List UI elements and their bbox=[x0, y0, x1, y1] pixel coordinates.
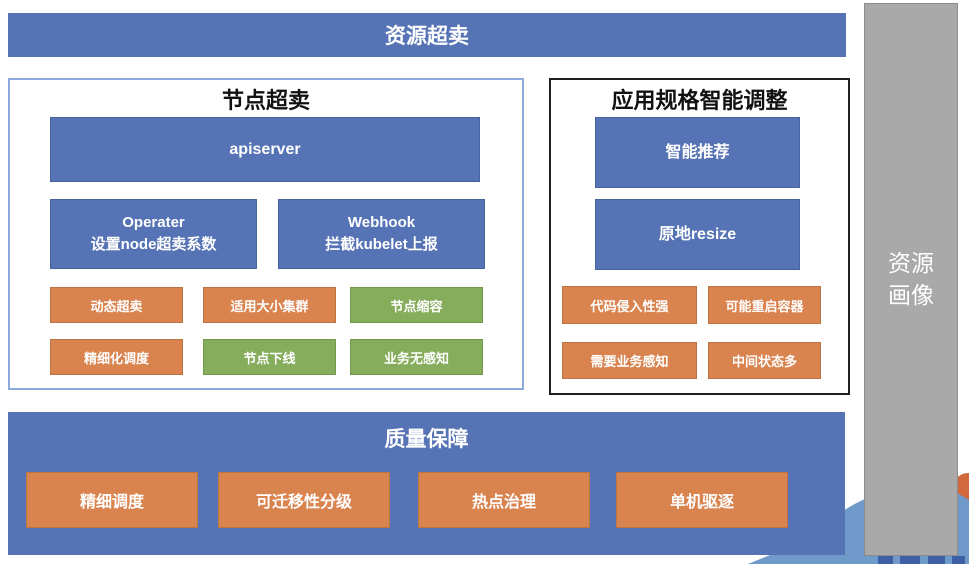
node-panel-title: 节点超卖 bbox=[221, 88, 310, 113]
webhook-box-line1: Webhook bbox=[347, 214, 416, 232]
smart-recommend-label: 智能推荐 bbox=[665, 143, 730, 161]
cutoff-glyph-decoration bbox=[900, 556, 920, 564]
apiserver-box: apiserver bbox=[50, 117, 480, 182]
resource-profile-bar: 资源 画像 bbox=[864, 3, 958, 556]
operator-box-line1: Operater bbox=[122, 214, 185, 232]
tag-many-intermediate-states: 中间状态多 bbox=[708, 342, 821, 379]
inplace-resize-box: 原地resize bbox=[595, 199, 800, 270]
profile-bar-line1: 资源 bbox=[888, 250, 934, 277]
quality-item-single-node-eviction: 单机驱逐 bbox=[616, 472, 788, 528]
node-oversell-panel: 节点超卖 apiserver Operater 设置node超卖系数 Webho… bbox=[8, 78, 524, 390]
quality-item-migratability-grading: 可迁移性分级 bbox=[218, 472, 390, 528]
tag-needs-business-awareness: 需要业务感知 bbox=[562, 342, 697, 379]
top-banner-label: 资源超卖 bbox=[385, 25, 469, 48]
tag-node-offline: 节点下线 bbox=[203, 339, 336, 375]
top-banner-resource-oversell: 资源超卖 bbox=[8, 13, 846, 57]
tag-dynamic-oversell: 动态超卖 bbox=[50, 287, 183, 323]
webhook-box-line2: 拦截kubelet上报 bbox=[325, 236, 438, 253]
apiserver-label: apiserver bbox=[229, 140, 301, 158]
quality-item-hotspot-governance: 热点治理 bbox=[418, 472, 590, 528]
smart-recommend-box: 智能推荐 bbox=[595, 117, 800, 188]
operator-box: Operater 设置node超卖系数 bbox=[50, 199, 257, 269]
app-spec-adjust-panel: 应用规格智能调整 智能推荐 原地resize 代码侵入性强 可能重启容器 需要业… bbox=[549, 78, 850, 395]
tag-transparent-to-business: 业务无感知 bbox=[350, 339, 483, 375]
cutoff-glyph-decoration bbox=[878, 554, 893, 564]
app-panel-title: 应用规格智能调整 bbox=[611, 88, 788, 113]
quality-item-fine-scheduling: 精细调度 bbox=[26, 472, 198, 528]
quality-assurance-banner: 质量保障 精细调度 可迁移性分级 热点治理 单机驱逐 bbox=[8, 412, 845, 555]
quality-banner-title: 质量保障 bbox=[384, 428, 469, 451]
operator-box-line2: 设置node超卖系数 bbox=[90, 236, 217, 253]
webhook-box: Webhook 拦截kubelet上报 bbox=[278, 199, 485, 269]
cutoff-glyph-decoration bbox=[952, 556, 965, 564]
tag-fits-all-cluster-sizes: 适用大小集群 bbox=[203, 287, 336, 323]
tag-code-intrusive: 代码侵入性强 bbox=[562, 286, 697, 324]
inplace-resize-label: 原地resize bbox=[658, 225, 737, 243]
tag-node-scale-in: 节点缩容 bbox=[350, 287, 483, 323]
cutoff-glyph-decoration bbox=[928, 554, 945, 564]
tag-may-restart-container: 可能重启容器 bbox=[708, 286, 821, 324]
profile-bar-line2: 画像 bbox=[888, 281, 934, 308]
tag-fine-grained-scheduling: 精细化调度 bbox=[50, 339, 183, 375]
